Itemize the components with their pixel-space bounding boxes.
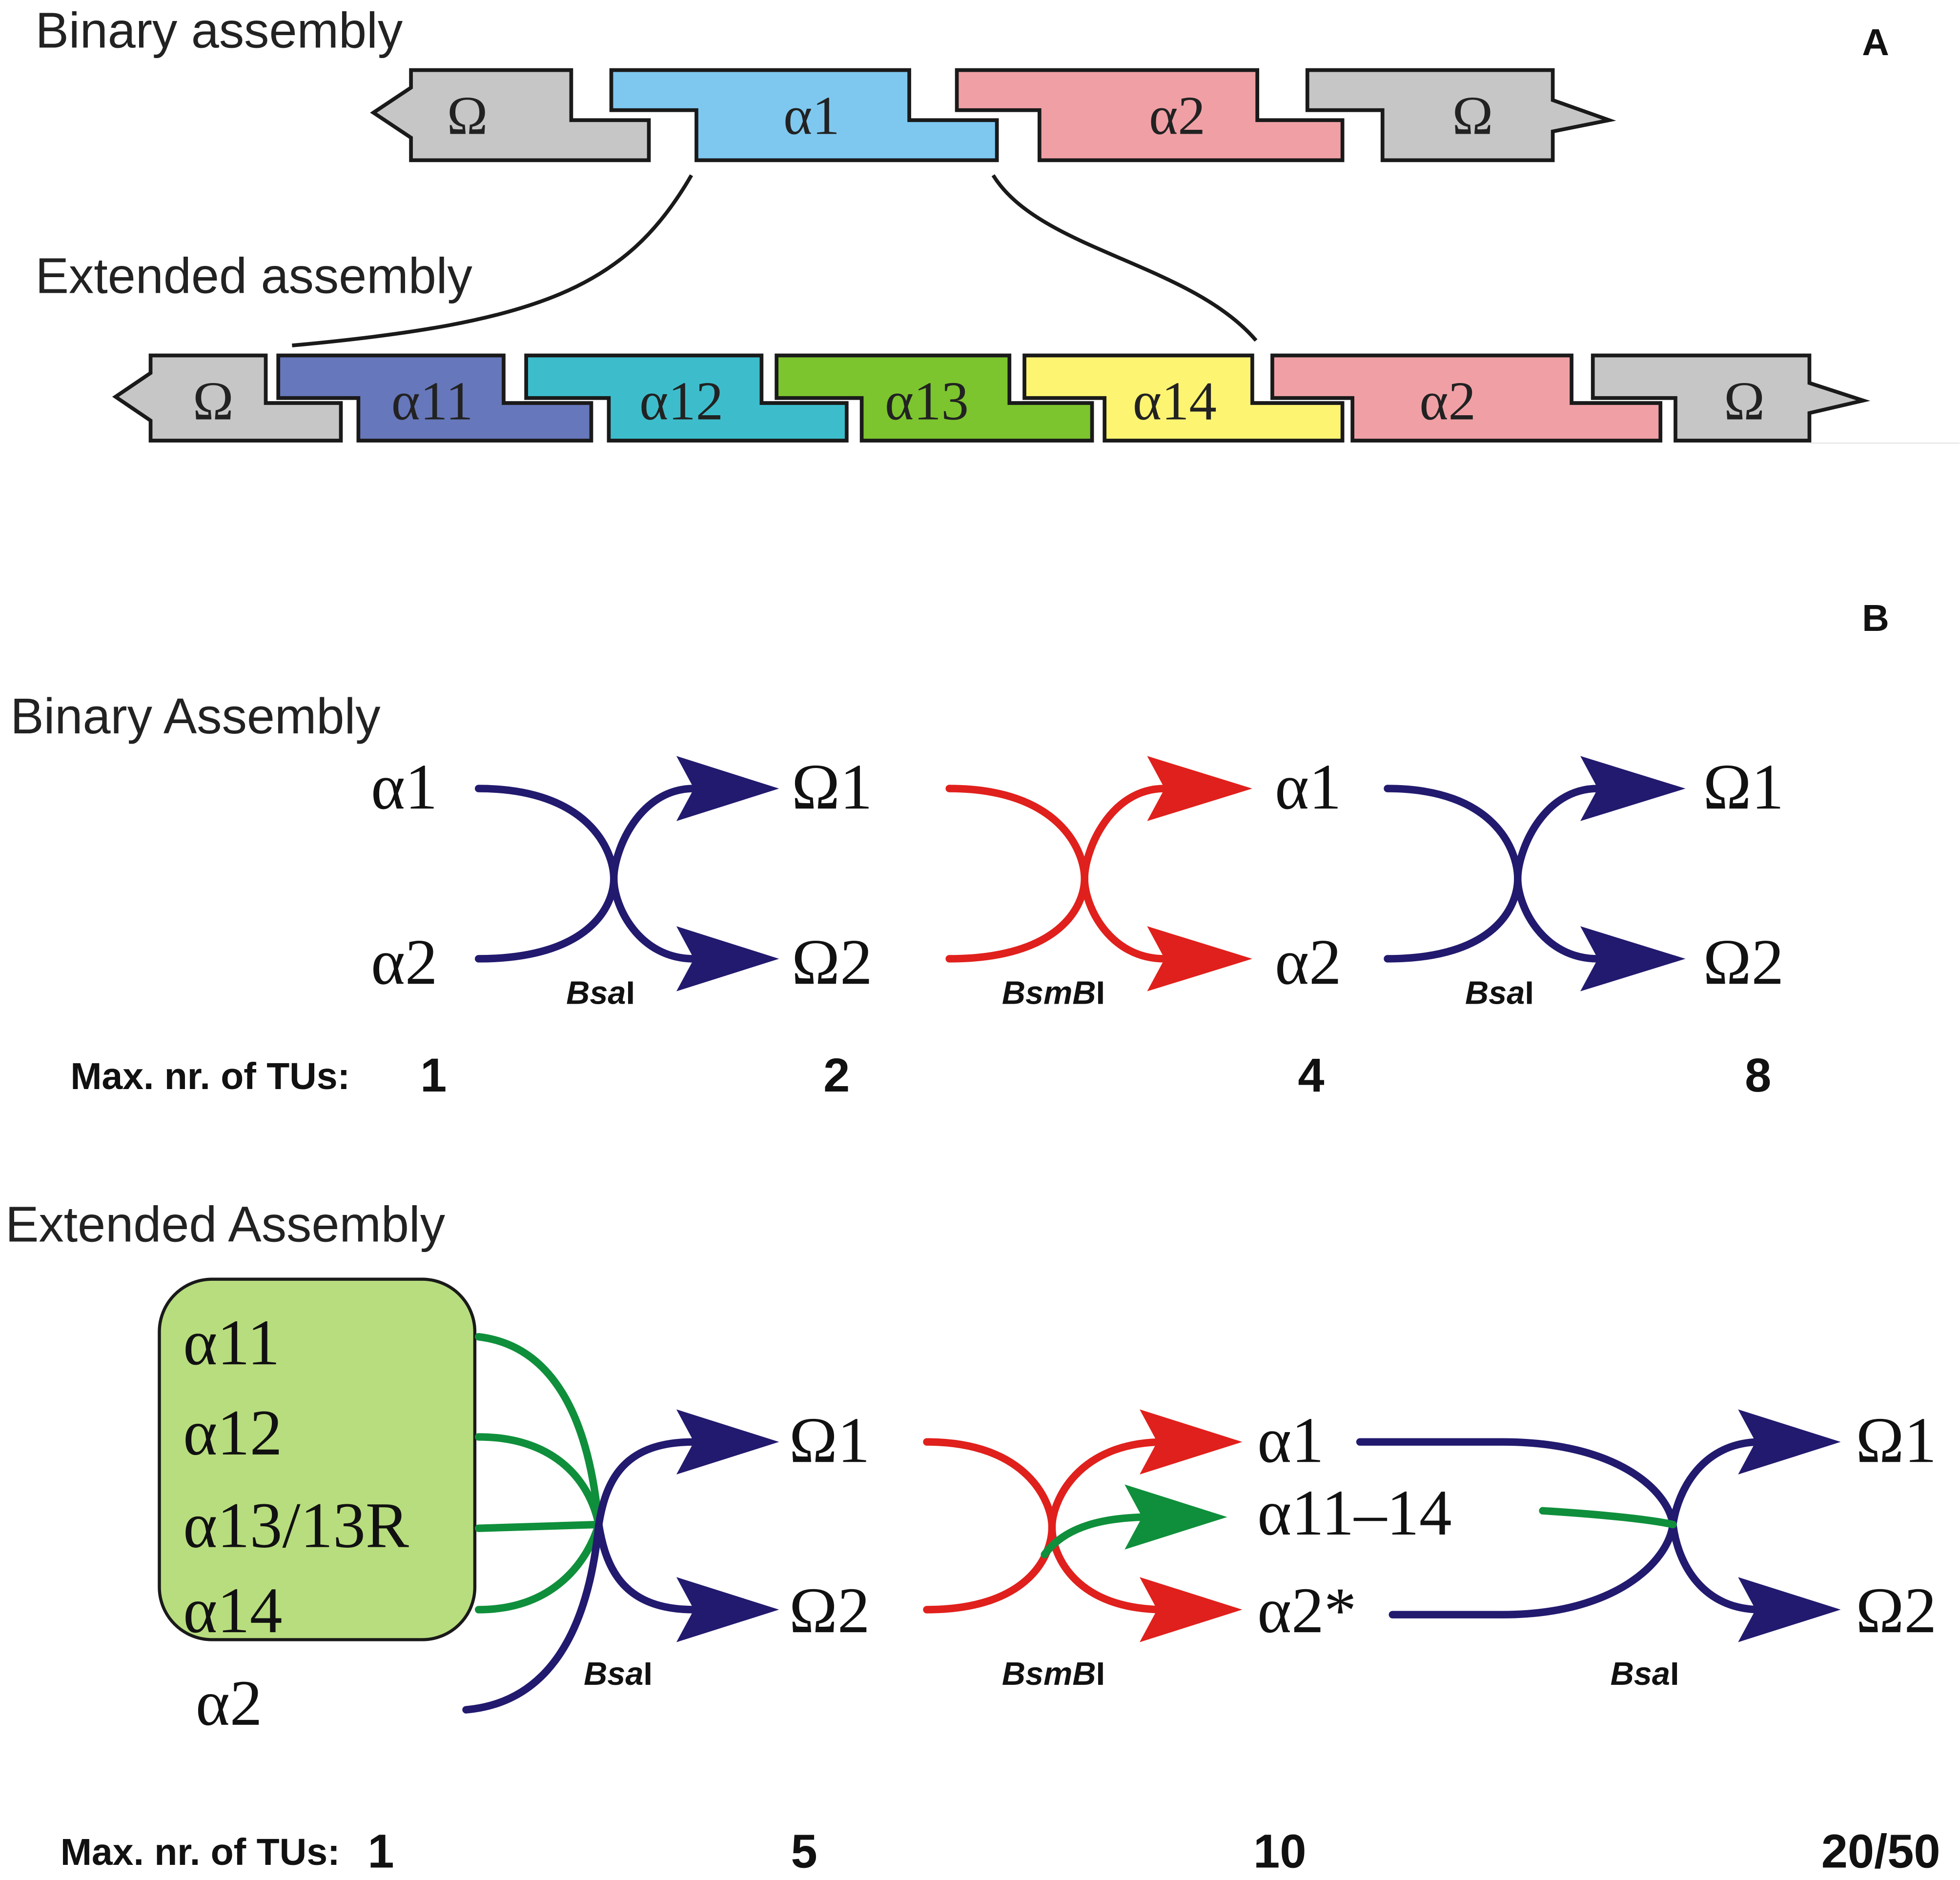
extended-col4-top: Ω1: [1856, 1404, 1937, 1476]
box-item-alpha14: α14: [183, 1574, 282, 1646]
extended-col3-middle: α11–14: [1257, 1476, 1451, 1549]
extended-omega-right-label: Ω: [1724, 370, 1765, 431]
binary-enzyme-2: BsmBI: [1002, 975, 1105, 1011]
extended-col3-bottom: α2*: [1257, 1574, 1356, 1646]
extended-col2-top: Ω1: [789, 1404, 870, 1476]
extended-bsai-crossing-2: [1356, 1438, 1765, 1618]
binary-assembly-heading: Binary Assembly: [10, 688, 381, 744]
extended-bsmbi-crossing: [923, 1438, 1169, 1614]
binary-col3-bottom: α2: [1275, 926, 1342, 998]
alpha-module-box: [158, 1277, 477, 1641]
extended-arrowhead-1-bottom: [676, 1577, 779, 1642]
extended-alpha2-label: α2: [1419, 370, 1476, 431]
zoom-connector-lines: [292, 174, 1258, 347]
extended-enzyme-2: BsmBI: [1002, 1656, 1105, 1692]
extended-max-value-3: 10: [1253, 1824, 1306, 1878]
extended-enzyme-3: BsaI: [1611, 1656, 1679, 1692]
module-merge-lines: [474, 1333, 603, 1614]
extended-arrowhead-2-top: [1140, 1409, 1243, 1475]
extended-bsmbi-green-branch: [1041, 1513, 1156, 1558]
binary-omega-left-part: [370, 68, 651, 162]
binary-alpha2-label: α2: [1149, 85, 1205, 146]
binary-omega-right-part: [1305, 68, 1616, 162]
extended-alpha13-label: α13: [885, 370, 969, 431]
extended-omega-right-part: [1591, 353, 1871, 443]
binary-max-value-2: 2: [823, 1049, 850, 1102]
extended-arrowhead-2-bottom: [1140, 1577, 1243, 1642]
binary-max-value-3: 4: [1298, 1049, 1324, 1102]
binary-max-label: Max. nr. of TUs:: [70, 1055, 350, 1097]
binary-omega-right-label: Ω: [1452, 85, 1493, 146]
box-item-alpha12: α12: [183, 1396, 282, 1469]
binary-omega-left-label: Ω: [447, 85, 488, 146]
extended-alpha13-part: [775, 353, 1094, 443]
extended-alpha14-label: α14: [1133, 370, 1217, 431]
binary-col1-bottom: α2: [371, 926, 438, 998]
extended-omega-left-label: Ω: [193, 370, 234, 431]
extended-alpha12-part: [524, 353, 849, 443]
extended-arrowhead-3-top: [1738, 1409, 1841, 1475]
panel-b-label: B: [1862, 597, 1889, 639]
binary-row: [370, 68, 1616, 162]
binary-arrowhead-1-top: [676, 756, 779, 821]
extended-green-into-crossing: [1539, 1507, 1677, 1529]
extended-bsai-split-1: [462, 1438, 698, 1714]
extended-alpha14-part: [1022, 353, 1345, 443]
extended-col3-top: α1: [1257, 1404, 1324, 1476]
box-item-alpha13: α13/13R: [183, 1489, 409, 1561]
binary-col2-top: Ω1: [792, 750, 873, 823]
extended-arrowhead-2-middle: [1124, 1484, 1227, 1550]
binary-enzyme-3: BsaI: [1465, 975, 1534, 1011]
binary-max-value-4: 8: [1745, 1049, 1771, 1102]
extended-max-label: Max. nr. of TUs:: [61, 1831, 340, 1873]
binary-alpha1-part: [609, 68, 999, 162]
extended-max-value-1: 1: [368, 1824, 394, 1878]
binary-alpha1-label: α1: [783, 85, 840, 146]
below-box-alpha2: α2: [196, 1667, 263, 1739]
extended-col4-bottom: Ω2: [1856, 1574, 1937, 1646]
extended-alpha11-part: [276, 353, 593, 443]
extended-assembly-title: Extended assembly: [36, 247, 473, 303]
binary-bsai-crossing-1: [474, 785, 698, 963]
extended-arrowhead-1-top: [676, 1409, 779, 1475]
extended-flow-diagram: α11 α12 α13/13R α14 α2 Ω1 Ω2: [158, 1277, 1937, 1739]
binary-arrowhead-2-top: [1147, 756, 1252, 821]
extended-max-value-2: 5: [791, 1824, 817, 1878]
binary-alpha2-part: [955, 68, 1345, 162]
extended-omega-left-part: [112, 353, 343, 443]
extended-alpha2-part: [1270, 353, 1663, 443]
binary-col4-bottom: Ω2: [1703, 926, 1784, 998]
binary-col3-top: α1: [1275, 750, 1342, 823]
binary-col2-bottom: Ω2: [792, 926, 873, 998]
binary-assembly-title: Binary assembly: [36, 2, 403, 58]
extended-arrowhead-3-bottom: [1738, 1577, 1841, 1642]
binary-arrowhead-1-bottom: [676, 926, 779, 991]
extended-max-tus-row: Max. nr. of TUs: 1 5 10 20/50: [61, 1824, 1940, 1878]
extended-col2-bottom: Ω2: [789, 1574, 870, 1646]
box-item-alpha11: α11: [183, 1306, 280, 1378]
binary-col4-top: Ω1: [1703, 750, 1784, 823]
extended-assembly-heading: Extended Assembly: [5, 1196, 446, 1253]
binary-max-value-1: 1: [420, 1049, 447, 1102]
binary-col1-top: α1: [371, 750, 438, 823]
binary-bsai-crossing-2: [1384, 785, 1602, 963]
binary-arrowhead-3-bottom: [1580, 926, 1686, 991]
binary-bsmbi-crossing: [945, 785, 1169, 963]
extended-enzyme-1: BsaI: [584, 1656, 653, 1692]
panel-a-label: A: [1862, 21, 1889, 63]
binary-max-tus-row: Max. nr. of TUs: 1 2 4 8: [70, 1049, 1771, 1102]
binary-enzyme-1: BsaI: [566, 975, 635, 1011]
binary-arrowhead-2-bottom: [1147, 926, 1252, 991]
extended-max-value-4: 20/50: [1821, 1824, 1940, 1878]
extended-alpha11-label: α11: [391, 370, 473, 431]
binary-flow-diagram: α1 α2 Ω1 Ω2 α1 α2 Ω1 Ω2 BsaI BsmBI BsaI: [371, 750, 1784, 1011]
extended-row: [112, 353, 1871, 443]
extended-alpha12-label: α12: [639, 370, 723, 431]
binary-arrowhead-3-top: [1580, 756, 1686, 821]
